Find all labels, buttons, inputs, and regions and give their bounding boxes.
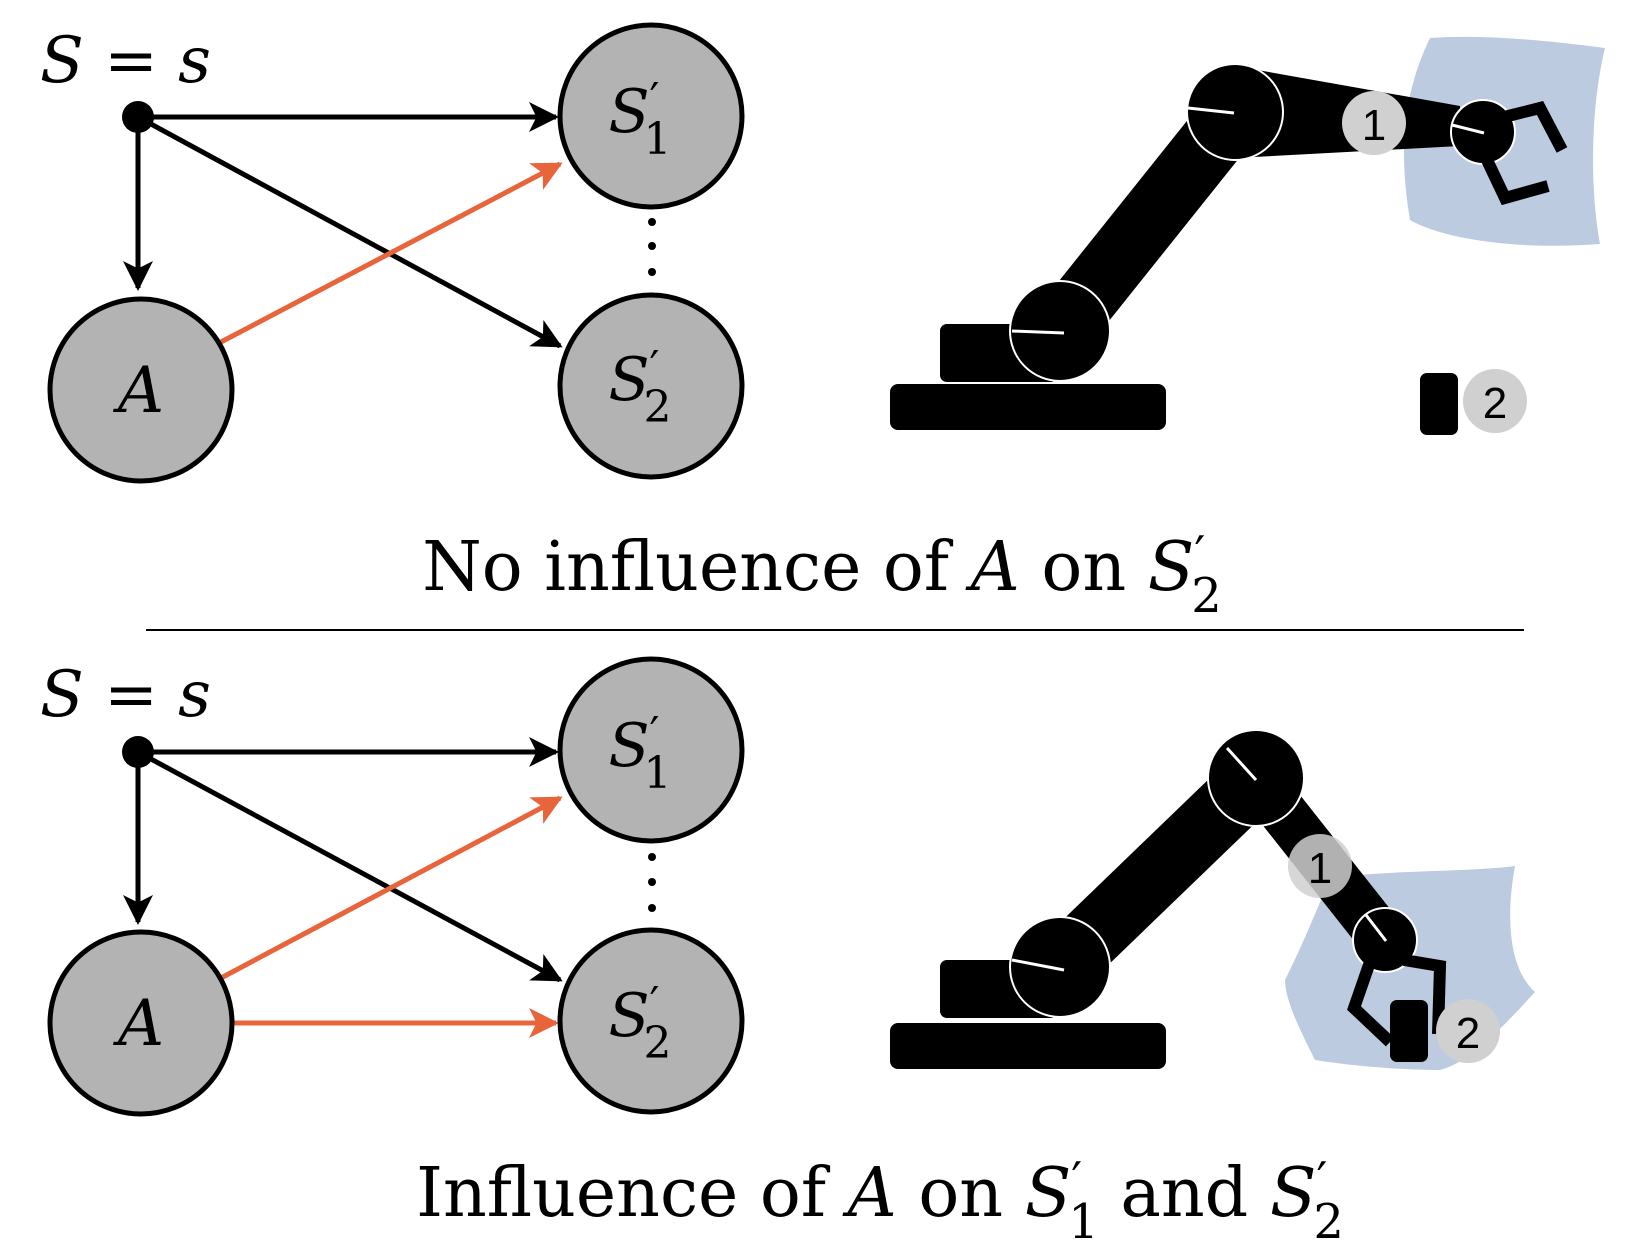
- robot-base-joint: [1009, 916, 1111, 1018]
- marker-2: 2: [1436, 999, 1500, 1063]
- gripper-finger-lower: [1481, 157, 1550, 206]
- node-a: A: [47, 929, 235, 1117]
- svg-text:A: A: [113, 987, 164, 1061]
- svg-text:S′2: S′2: [608, 342, 671, 433]
- state-point: [122, 736, 154, 768]
- causal-graph-bottom: S = s A S′1 S′2: [40, 656, 745, 1117]
- robot-arm-top: 1 2: [890, 36, 1605, 435]
- state-label: S = s: [40, 658, 211, 732]
- svg-text:1: 1: [1362, 101, 1386, 150]
- gripper-finger-right: [1403, 954, 1447, 1035]
- state-label: S = s: [40, 24, 211, 98]
- svg-text:2: 2: [1483, 379, 1507, 428]
- marker-1: 1: [1288, 834, 1352, 898]
- gripper-finger-upper: [1498, 101, 1568, 153]
- object-block: [1390, 1000, 1428, 1062]
- svg-text:S′1: S′1: [608, 708, 671, 799]
- node-s2: S′2: [557, 292, 745, 480]
- edge-s-to-s2: [136, 114, 563, 349]
- robot-base-joint: [1009, 280, 1111, 382]
- object-block: [1420, 373, 1458, 435]
- state-point: [122, 101, 154, 133]
- ellipsis-dots: [648, 218, 656, 276]
- svg-text:2: 2: [1456, 1009, 1480, 1058]
- robot-elbow-joint: [1186, 63, 1284, 161]
- ellipsis-dots: [648, 853, 656, 912]
- node-s1: S′1: [557, 22, 745, 210]
- gripper-finger-left: [1347, 960, 1395, 1047]
- marker-2: 2: [1463, 369, 1527, 433]
- svg-text:S′2: S′2: [608, 978, 671, 1069]
- robot-base: [890, 384, 1166, 430]
- caption-bottom: Influence of A on S′1 and S′2: [416, 1152, 1344, 1248]
- node-a: A: [47, 296, 235, 484]
- svg-text:A: A: [113, 354, 164, 428]
- robot-arm-bottom: 1 2: [890, 729, 1535, 1070]
- svg-text:1: 1: [1308, 844, 1332, 893]
- edge-a-to-s1: [219, 795, 563, 981]
- node-s1: S′1: [557, 656, 745, 844]
- top-panel: S = s A S′1 S′2: [40, 22, 1605, 624]
- caption-top: No influence of A on S′2: [422, 526, 1222, 624]
- node-s2: S′2: [557, 927, 745, 1115]
- causal-graph-top: S = s A S′1 S′2: [40, 22, 745, 484]
- bottom-panel: S = s A S′1 S′2: [40, 656, 1535, 1248]
- robot-base: [890, 1023, 1166, 1069]
- edge-a-to-s1: [219, 161, 563, 345]
- svg-text:S′1: S′1: [608, 74, 671, 165]
- edge-s-to-s2: [136, 749, 563, 983]
- marker-1: 1: [1342, 91, 1406, 155]
